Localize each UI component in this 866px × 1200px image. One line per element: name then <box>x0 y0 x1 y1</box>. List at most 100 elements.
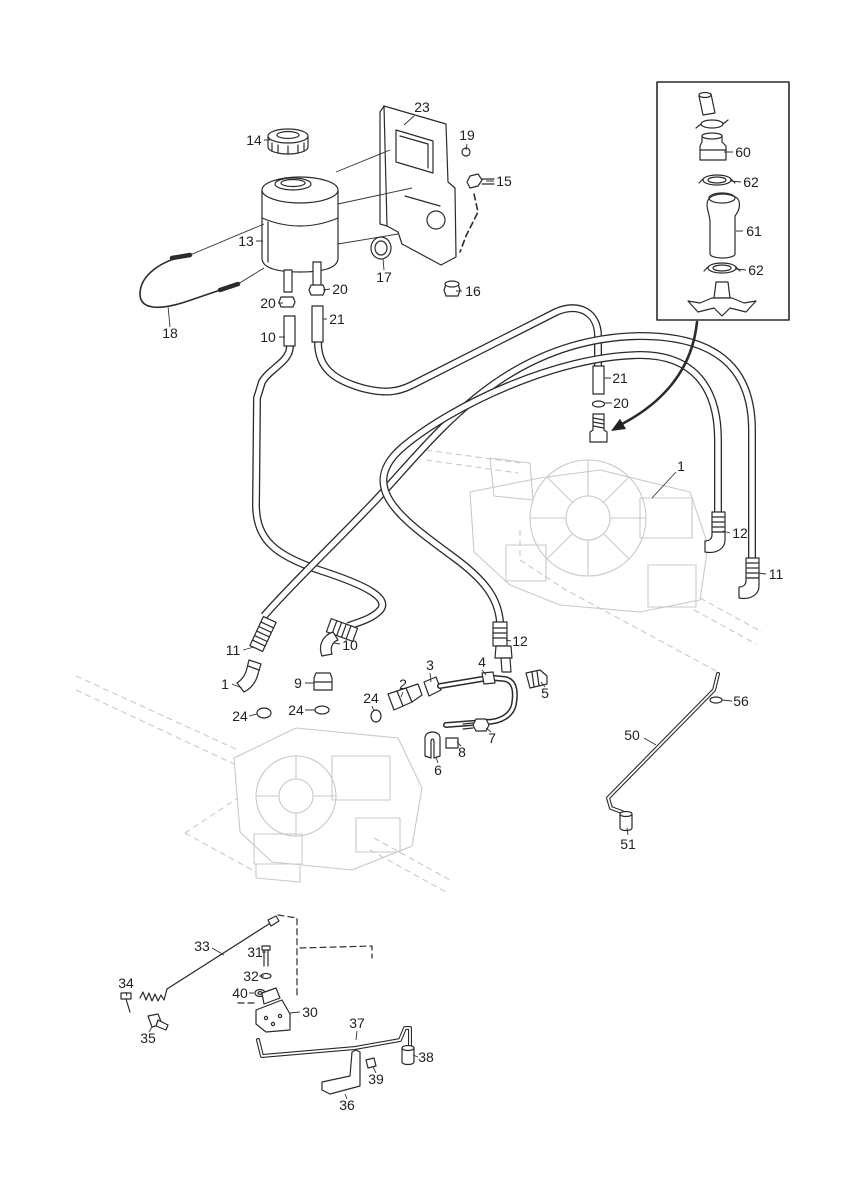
cable-33 <box>139 915 280 1002</box>
leader-lines <box>125 115 767 1100</box>
hose-11-left-end <box>249 615 277 653</box>
callout-1-a: 1 <box>677 458 685 474</box>
hose-21 <box>314 304 602 396</box>
callout-62-b: 62 <box>748 262 764 278</box>
detail-arrow <box>611 320 699 431</box>
fitting-4 <box>481 671 496 685</box>
callout-10-b: 10 <box>342 637 358 653</box>
callout-62-a: 62 <box>743 174 759 190</box>
filler-fitting <box>589 413 608 443</box>
callout-7: 7 <box>488 730 496 746</box>
callouts: 23 19 14 15 13 17 16 20 20 21 18 10 60 6… <box>118 99 783 1113</box>
callout-33: 33 <box>194 938 210 954</box>
callout-4: 4 <box>478 654 486 670</box>
callout-20-c: 20 <box>613 395 629 411</box>
bolt-15 <box>466 173 495 189</box>
o-ring-24-b <box>314 705 330 715</box>
rod-50 <box>606 672 720 814</box>
washer-20-right <box>591 400 606 408</box>
washer-56 <box>709 696 723 704</box>
callout-40: 40 <box>232 985 248 1001</box>
callout-15: 15 <box>496 173 512 189</box>
cap-51 <box>619 810 633 832</box>
elbow-1-left <box>236 659 262 693</box>
callout-56: 56 <box>733 693 749 709</box>
nut-35 <box>147 1013 169 1031</box>
callout-38: 38 <box>418 1049 434 1065</box>
callout-9: 9 <box>294 675 302 691</box>
hose-11 <box>260 332 756 619</box>
tube-10-stub <box>283 315 296 347</box>
callout-21-b: 21 <box>612 370 628 386</box>
mounting-bracket <box>379 105 457 266</box>
pipe-3 <box>437 675 518 728</box>
callout-21-a: 21 <box>329 311 345 327</box>
tube-21-stub <box>311 305 324 343</box>
callout-61: 61 <box>746 223 762 239</box>
o-ring-24-c <box>370 709 382 723</box>
callout-23: 23 <box>414 99 430 115</box>
callout-51: 51 <box>620 836 636 852</box>
callout-2: 2 <box>399 676 407 692</box>
callout-24-c: 24 <box>288 702 304 718</box>
grommet-17 <box>370 236 392 260</box>
callout-11-b: 11 <box>226 642 241 658</box>
o-ring-24-a <box>256 707 272 719</box>
bracket-30 <box>255 987 291 1033</box>
hose-12-right-end <box>704 511 726 554</box>
fitting-20-left <box>278 296 296 308</box>
rod-37 <box>256 1026 412 1058</box>
callout-30: 30 <box>302 1004 318 1020</box>
callout-31: 31 <box>247 944 263 960</box>
fitting-3 <box>423 676 442 697</box>
hydraulic-reservoir <box>261 176 339 293</box>
callout-1-b: 1 <box>221 676 229 692</box>
callout-12-a: 12 <box>732 525 748 541</box>
callout-35: 35 <box>140 1030 156 1046</box>
elbow-10-left <box>319 631 339 657</box>
pin-8 <box>445 737 459 749</box>
fitting-20-right <box>308 284 326 296</box>
hose-12 <box>379 351 722 623</box>
fitting-9 <box>313 672 333 691</box>
callout-13: 13 <box>238 233 254 249</box>
callout-16: 16 <box>465 283 481 299</box>
tube-21-right <box>592 365 605 395</box>
transaxle-left-ghost <box>75 675 451 893</box>
callout-18: 18 <box>162 325 178 341</box>
detail-inset <box>656 81 790 321</box>
transaxle-right-ghost <box>425 449 763 673</box>
callout-3: 3 <box>426 657 434 673</box>
assembly-lines <box>189 149 413 285</box>
hose-10-left-end <box>325 618 359 642</box>
callout-24-a: 24 <box>363 690 379 706</box>
callout-5: 5 <box>541 685 549 701</box>
callout-20-b: 20 <box>332 281 348 297</box>
callout-32: 32 <box>243 968 259 984</box>
bolt-path-line <box>459 193 479 253</box>
callout-39: 39 <box>368 1071 384 1087</box>
callout-36: 36 <box>339 1097 355 1113</box>
callout-17: 17 <box>376 269 392 285</box>
callout-6: 6 <box>434 762 442 778</box>
reservoir-cap <box>267 128 309 155</box>
callout-37: 37 <box>349 1015 365 1031</box>
cap-38 <box>401 1044 415 1066</box>
callout-50: 50 <box>624 727 640 743</box>
callout-8: 8 <box>458 744 466 760</box>
callout-24-b: 24 <box>232 708 248 724</box>
bracket-36 <box>321 1049 361 1095</box>
hose-12-left-end <box>492 621 513 673</box>
callout-11-a: 11 <box>769 566 784 582</box>
callout-19: 19 <box>459 127 475 143</box>
nut-16 <box>443 280 461 297</box>
bolt-31 <box>261 945 271 967</box>
fitting-2 <box>387 683 423 711</box>
callout-34: 34 <box>118 975 134 991</box>
linkage-dashed-lines <box>237 914 373 1004</box>
callout-60: 60 <box>735 144 751 160</box>
callout-14: 14 <box>246 132 262 148</box>
bolt-34 <box>120 992 132 1013</box>
cable-18 <box>139 252 241 309</box>
